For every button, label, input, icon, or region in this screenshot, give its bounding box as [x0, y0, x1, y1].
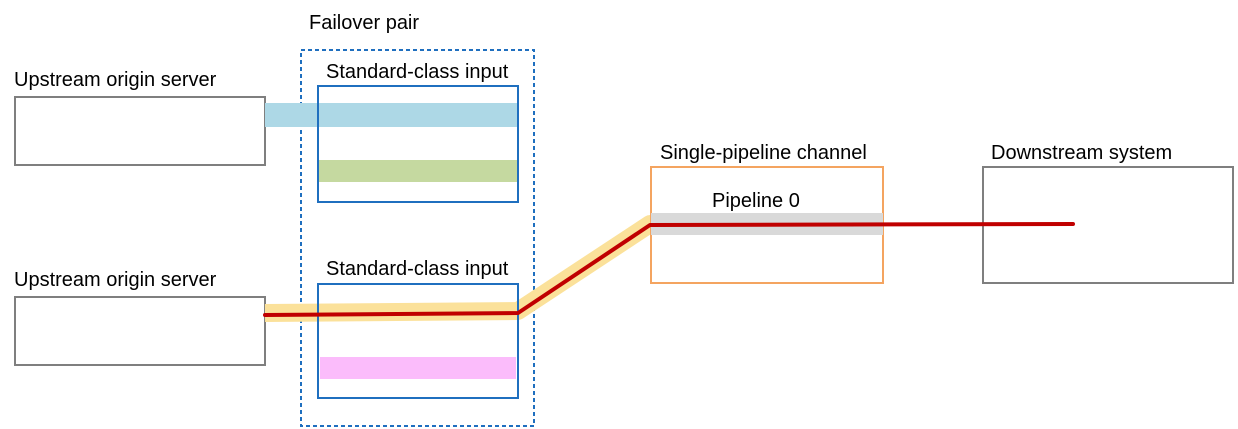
upstream-server-bottom-label: Upstream origin server: [14, 269, 217, 291]
active-path-line: [263, 222, 1075, 317]
input-top-stream-blue: [265, 103, 518, 127]
input-bottom-label: Standard-class input: [326, 258, 509, 280]
input-top-stream-green: [318, 160, 518, 182]
upstream-server-top: [14, 96, 266, 166]
upstream-server-top-label: Upstream origin server: [14, 69, 217, 91]
upstream-server-bottom: [14, 296, 266, 366]
downstream-label: Downstream system: [991, 142, 1172, 164]
failover-pair-box: [300, 49, 535, 427]
channel-label: Single-pipeline channel: [660, 142, 867, 164]
input-bottom-stream-pink: [320, 357, 516, 379]
failover-pair-label: Failover pair: [309, 12, 419, 34]
standard-class-input-top: [317, 85, 519, 203]
pipeline-label: Pipeline 0: [712, 190, 800, 212]
input-top-label: Standard-class input: [326, 61, 509, 83]
standard-class-input-bottom: [317, 283, 519, 399]
